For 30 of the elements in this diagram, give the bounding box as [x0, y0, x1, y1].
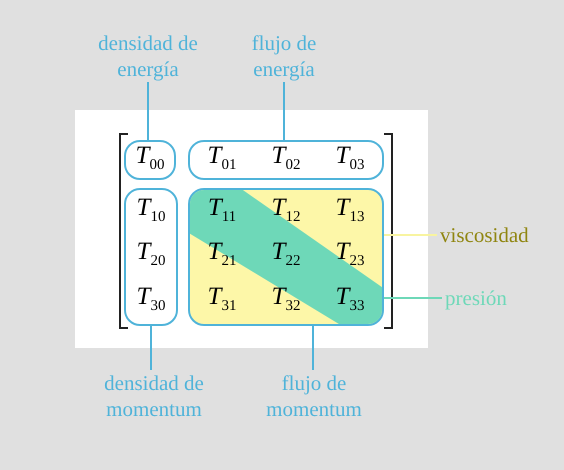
component-group-box — [124, 140, 176, 180]
leader-line — [147, 82, 149, 140]
tensor-component: T$_{32}$ — [272, 283, 300, 316]
tensor-component: T$_{12}$ — [272, 194, 300, 227]
tensor-component: T$_{11}$ — [208, 194, 236, 227]
leader-line — [283, 82, 285, 140]
tensor-component: T$_{00}$ — [136, 142, 164, 175]
tensor-component: T$_{20}$ — [136, 238, 166, 272]
tensor-component: T$_{31}$ — [208, 283, 236, 316]
component-group-box — [188, 140, 384, 180]
tensor-component: T$_{01}$ — [208, 142, 236, 175]
leader-line — [384, 234, 437, 236]
annotation-label: flujo de momentum — [254, 370, 374, 422]
tensor-component: T$_{30}$ — [136, 283, 166, 316]
tensor-component: T$_{13}$ — [336, 194, 364, 227]
tensor-component: T$_{33}$ — [336, 283, 364, 316]
tensor-component: T$_{23}$ — [336, 238, 364, 272]
tensor-component: T$_{22}$ — [272, 238, 300, 272]
annotation-label: viscosidad — [440, 222, 529, 248]
annotation-label: presión — [445, 285, 507, 311]
annotation-label: densidad de momentum — [79, 370, 229, 422]
leader-line — [312, 326, 314, 370]
tensor-component: T$_{02}$ — [272, 142, 300, 175]
tensor-component: T$_{03}$ — [336, 142, 364, 175]
leader-line — [150, 326, 152, 370]
annotation-label: flujo de energía — [224, 30, 344, 82]
component-group-box — [124, 188, 178, 326]
tensor-component: T$_{10}$ — [136, 194, 166, 227]
annotation-label: densidad de energía — [78, 30, 218, 82]
leader-line — [384, 297, 442, 299]
